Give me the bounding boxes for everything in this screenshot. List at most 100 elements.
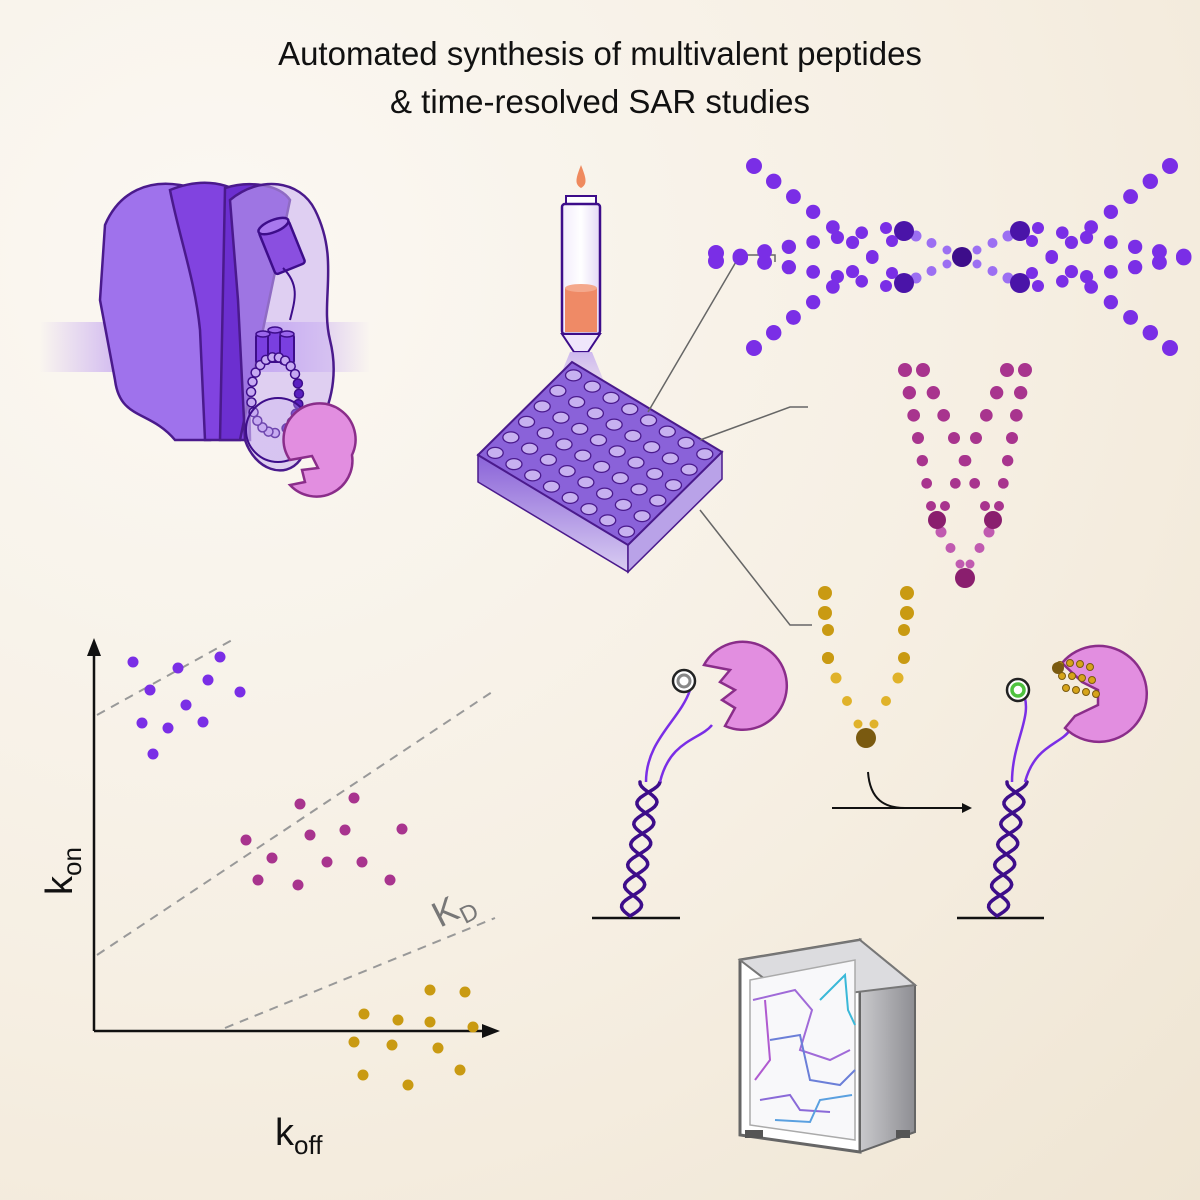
peptide-linker-bead <box>942 259 952 269</box>
kinetics-plot: KD kon koff <box>39 638 500 1160</box>
scatter-point-purple <box>202 674 214 686</box>
loop-bead <box>285 360 296 372</box>
peptide-arm-bead <box>846 235 860 249</box>
peptide-linker-bead <box>853 719 863 729</box>
peptide-linker-bead <box>983 526 995 538</box>
peptide-arm-bead <box>781 260 796 275</box>
peptide-arm-bead <box>822 652 834 664</box>
syringe-liquid <box>565 288 597 332</box>
peptide-arm-bead <box>980 501 990 511</box>
plate-well <box>520 442 539 455</box>
scatter-point-magenta <box>384 874 396 886</box>
peptide-arm-bead <box>766 325 782 341</box>
binding-protein-small <box>282 402 357 498</box>
peptide-arm-bead <box>1162 340 1178 356</box>
peptide-arm-bead <box>948 432 960 444</box>
dna-strand <box>622 780 662 918</box>
plate-well <box>633 509 651 523</box>
peptide-arm-bead <box>826 220 840 234</box>
biosensor-scheme <box>592 640 1148 920</box>
peptide-arm-bead <box>1142 325 1159 341</box>
plate-well <box>517 415 536 429</box>
scatter-point-magenta <box>396 823 408 835</box>
bound-peptide-bead <box>1076 660 1084 668</box>
plate-well <box>624 429 642 443</box>
scatter-point-gold <box>357 1069 369 1081</box>
bound-peptide-bead <box>1068 672 1076 680</box>
plate-well <box>649 494 667 507</box>
plate-well <box>605 418 623 431</box>
peptide-arm-bead <box>1152 244 1167 259</box>
peptide-arm-bead <box>1064 265 1078 279</box>
peptide-arm-bead <box>1006 432 1018 444</box>
peptide-arm-bead <box>786 310 801 325</box>
plate-well <box>567 395 586 409</box>
peptide-arm-bead <box>990 386 1004 400</box>
plate-well <box>677 436 695 450</box>
peptide-linker-bead <box>926 266 937 276</box>
plate-well <box>502 431 520 444</box>
peptide-arm-bead <box>1045 251 1058 264</box>
peptide-arm-bead <box>732 250 748 266</box>
bound-peptide-bead <box>1088 676 1096 684</box>
plate-well <box>539 453 558 467</box>
scatter-point-gold <box>402 1079 414 1091</box>
peptide-arm-bead <box>898 624 910 636</box>
peptide-arm-bead <box>822 624 834 636</box>
peptide-arm-bead <box>886 267 898 279</box>
case-circuit-lines <box>752 972 856 1124</box>
scatter-point-purple <box>147 748 159 760</box>
y-axis-label-sub: on <box>57 847 87 876</box>
peptide-arm-bead <box>1018 363 1032 377</box>
peptide-arm-bead <box>786 189 801 204</box>
peptide-linker-bead <box>987 266 998 276</box>
peptide-arm-bead <box>980 409 993 422</box>
loop-bead <box>248 406 259 418</box>
peptide-arm-bead <box>1128 260 1143 275</box>
title-line-2: & time-resolved SAR studies <box>390 83 810 120</box>
peptide-arm-bead <box>969 478 981 489</box>
computer-case <box>737 937 918 1154</box>
peptide-linker-bead <box>972 245 982 255</box>
peptide-linker-bead <box>892 672 904 684</box>
plate-well <box>577 476 595 489</box>
peptide-arm-bead <box>855 226 868 239</box>
peptide-branch-node <box>894 221 914 241</box>
peptide-branch-node <box>984 511 1002 529</box>
scatter-point-purple <box>180 699 192 711</box>
connector-lines <box>647 254 812 626</box>
peptide-arm-bead <box>1176 250 1192 266</box>
scatter-point-purple <box>197 716 209 728</box>
peptide-arm-bead <box>1064 235 1078 249</box>
scatter-point-purple <box>127 656 139 668</box>
plate-well <box>646 467 664 481</box>
plate-well <box>617 525 636 538</box>
tetravalent-peptide <box>708 158 1192 356</box>
peptide-linker-bead <box>926 238 937 248</box>
scatter-point-magenta <box>252 874 264 886</box>
peptide-arm-bead <box>1032 222 1044 234</box>
plate-well <box>542 480 561 493</box>
peptide-arm-bead <box>900 606 914 620</box>
peptide-arm-bead <box>708 245 724 261</box>
dna-helix-left <box>619 780 662 918</box>
peptide-arm-bead <box>926 386 940 400</box>
peptide-arm-bead <box>781 239 796 255</box>
peptide-arm-bead <box>766 173 782 190</box>
peptide-arm-bead <box>846 265 860 279</box>
fluorophore-unbound <box>671 668 697 694</box>
y-axis-label-main: k <box>39 875 81 895</box>
plate-well <box>555 438 573 451</box>
peptide-arm-bead <box>1123 310 1138 325</box>
plate-well <box>627 456 645 469</box>
scatter-point-magenta <box>294 798 306 810</box>
peptide-arm-bead <box>757 244 772 259</box>
peptide-arm-bead <box>1084 220 1098 234</box>
peptide-arm-bead <box>1103 204 1119 220</box>
plate-well <box>599 514 617 527</box>
peptide-arm-bead <box>806 235 821 249</box>
plate-well <box>661 452 680 465</box>
peptide-branch-node <box>928 511 946 529</box>
peptide-arm-bead <box>757 254 772 270</box>
plate-well <box>589 433 608 447</box>
